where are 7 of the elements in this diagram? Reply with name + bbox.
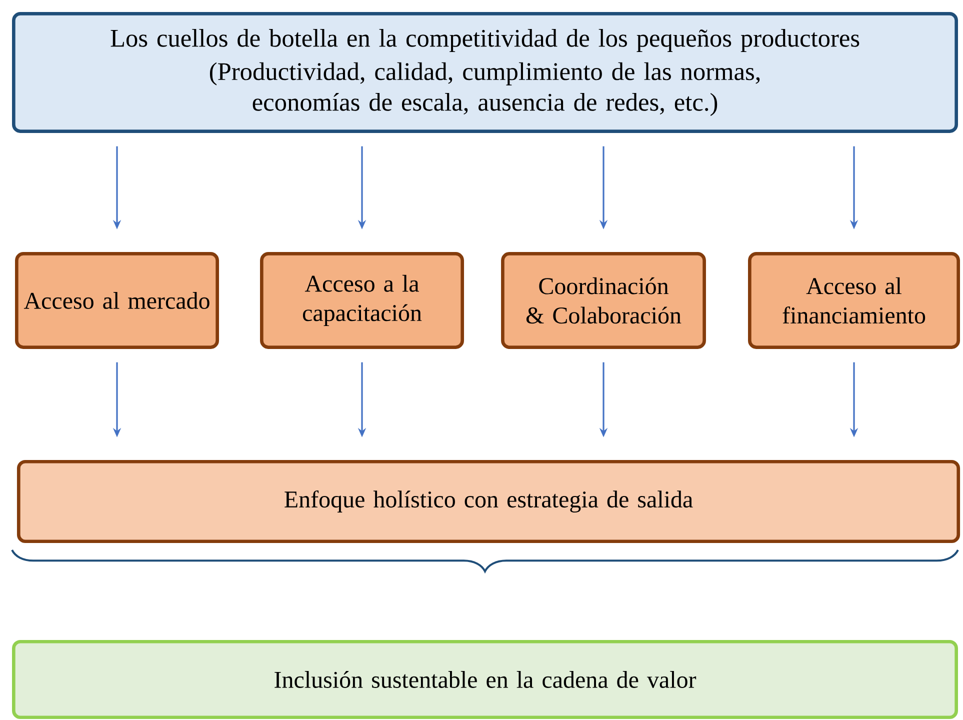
heading-box: Los cuellos de botella en la competitividad de los pequeños productores (Productividad, calidad, cumplimiento de las normas, economías de escala, ausencia de redes, etc.) [12,12,958,133]
process-box: Enfoque holístico con estrategia de salida [16,460,960,544]
result-box: Inclusión sustentable en la cadena de valor [12,640,958,720]
process-box: Acceso al financiamiento [748,252,960,349]
process-box: Coordinación & Colaboración [501,252,706,349]
process-box: Acceso a la capacitación [260,252,464,349]
process-box: Acceso al mercado [15,252,220,349]
